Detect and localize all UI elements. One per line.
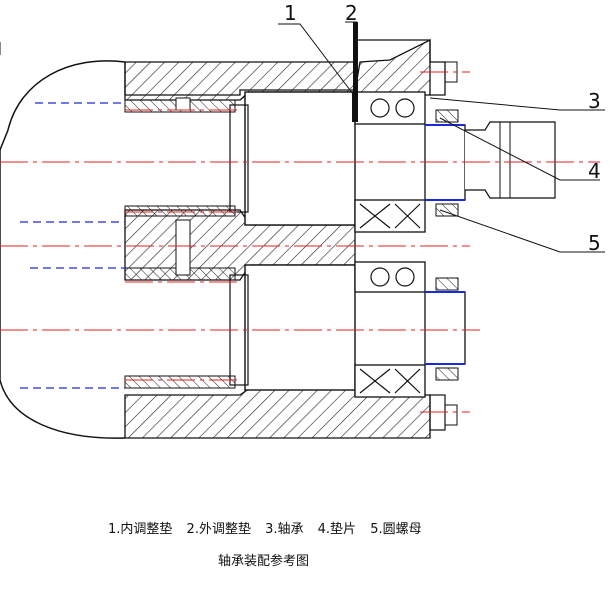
housing-outline-left bbox=[0, 60, 126, 439]
leader-lines bbox=[278, 21, 605, 253]
upper-bearing bbox=[354, 91, 426, 125]
centerlines-red bbox=[0, 71, 600, 413]
nut-upper-2 bbox=[435, 203, 459, 217]
bearing-ball bbox=[395, 267, 415, 287]
upper-bearing-2 bbox=[354, 199, 426, 233]
callout-5: 5 bbox=[588, 231, 601, 255]
outer-adjust-pad bbox=[353, 22, 358, 92]
centerlines-blue bbox=[20, 102, 125, 389]
pin bbox=[175, 219, 191, 276]
bearing-ball bbox=[395, 98, 415, 118]
callout-2: 2 bbox=[345, 1, 358, 25]
callout-1: 1 bbox=[284, 1, 297, 25]
nut-lower-2 bbox=[435, 367, 459, 381]
bearing-ball bbox=[370, 98, 390, 118]
lower-shaft-body bbox=[244, 264, 356, 391]
legend-item-1: 1.内调整垫 bbox=[108, 522, 173, 537]
figure-caption: 轴承装配参考图 bbox=[218, 554, 310, 569]
upper-shaft-body bbox=[244, 91, 356, 226]
output-shaft-lower bbox=[424, 291, 466, 365]
pin bbox=[175, 97, 191, 111]
nut-upper bbox=[435, 109, 459, 123]
bolt-bottom bbox=[444, 404, 458, 426]
bearing-ball bbox=[370, 267, 390, 287]
legend-item-4: 4.垫片 bbox=[317, 522, 357, 537]
upper-shaft-step bbox=[229, 104, 249, 213]
legend-item-3: 3.轴承 bbox=[265, 522, 304, 537]
legend-item-2: 2.外调整垫 bbox=[186, 522, 251, 537]
nut-lower bbox=[435, 277, 459, 291]
lower-sleeve-bottom bbox=[124, 375, 236, 389]
lower-bearing-2 bbox=[354, 364, 426, 398]
lower-bearing bbox=[354, 261, 426, 293]
housing-top-wall bbox=[124, 38, 431, 101]
legend-item-5: 5.圆螺母 bbox=[370, 522, 422, 537]
callout-3: 3 bbox=[588, 89, 601, 113]
inner-adjust-pad bbox=[352, 92, 358, 122]
upper-sleeve-lower bbox=[124, 205, 236, 217]
callout-4: 4 bbox=[588, 159, 601, 183]
